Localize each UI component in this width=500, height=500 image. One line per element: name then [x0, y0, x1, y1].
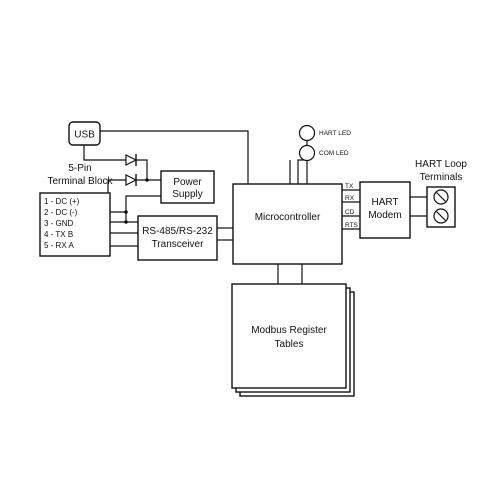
- usb-connector: USB: [68, 121, 101, 146]
- hart-modem-line1: HART: [371, 197, 398, 208]
- terminal-block-title-line1: 5-Pin: [68, 163, 91, 174]
- com-led-label: COM LED: [319, 150, 349, 157]
- wires: [83, 130, 427, 285]
- transceiver-line1: RS-485/RS-232: [142, 226, 213, 237]
- modbus-line2: Tables: [275, 339, 304, 350]
- terminal-pin-3: 3 - GND: [44, 219, 74, 228]
- diode-top-out-wire: [136, 159, 148, 180]
- usb-label: USB: [74, 130, 95, 141]
- hart-led: HART LED: [298, 124, 351, 142]
- microcontroller-block: Microcontroller: [232, 183, 343, 265]
- junction-dot: [124, 210, 128, 214]
- power-supply-line2: Supply: [172, 189, 203, 200]
- com-led-icon: [298, 144, 316, 162]
- junction-dot: [145, 178, 149, 182]
- diode-bottom: [125, 174, 138, 186]
- power-supply-line1: Power: [173, 177, 202, 188]
- usb-to-diode-wire: [83, 145, 126, 161]
- dc-plus-to-diode-wire: [107, 179, 126, 196]
- signal-cd-label: CD: [345, 209, 355, 216]
- microcontroller-label: Microcontroller: [255, 212, 321, 223]
- gnd-bus-wire: [110, 195, 161, 213]
- hart-loop-title-line2: Terminals: [420, 172, 463, 183]
- terminal-pin-4: 4 - TX B: [44, 230, 73, 239]
- signal-tx-label: TX: [345, 183, 354, 190]
- usb-to-mcu-wire: [100, 130, 249, 184]
- transceiver-block: RS-485/RS-232 Transceiver: [137, 215, 218, 261]
- hart-led-icon: [298, 124, 316, 142]
- terminal-block-title-line2: Terminal Block: [47, 176, 113, 187]
- power-supply-block: Power Supply: [160, 170, 215, 204]
- hart-loop-title-line1: HART Loop: [415, 159, 467, 170]
- hart-loop-terminals: [426, 186, 456, 228]
- signal-rts-label: RTS: [345, 222, 359, 229]
- modbus-line1: Modbus Register: [251, 325, 327, 336]
- hart-modem-line2: Modem: [368, 210, 401, 221]
- screw-terminal-icon: [433, 208, 449, 224]
- modbus-sheet-front: [231, 283, 347, 389]
- hart-led-label: HART LED: [319, 130, 351, 137]
- diode-top: [125, 154, 138, 166]
- screw-terminal-icon: [433, 189, 449, 205]
- transceiver-line2: Transceiver: [152, 239, 205, 250]
- terminal-pin-5: 5 - RX A: [44, 241, 74, 250]
- hart-modem-block: HART Modem: [359, 181, 411, 239]
- terminal-pin-2: 2 - DC (-): [44, 208, 78, 217]
- modbus-tables-stack: Modbus Register Tables: [231, 283, 355, 397]
- junction-dot: [124, 220, 128, 224]
- signal-rx-label: RX: [345, 195, 355, 202]
- terminal-pin-1: 1 - DC (+): [44, 197, 80, 206]
- terminal-block: 1 - DC (+) 2 - DC (-) 3 - GND 4 - TX B 5…: [39, 192, 111, 257]
- com-led: COM LED: [298, 144, 349, 162]
